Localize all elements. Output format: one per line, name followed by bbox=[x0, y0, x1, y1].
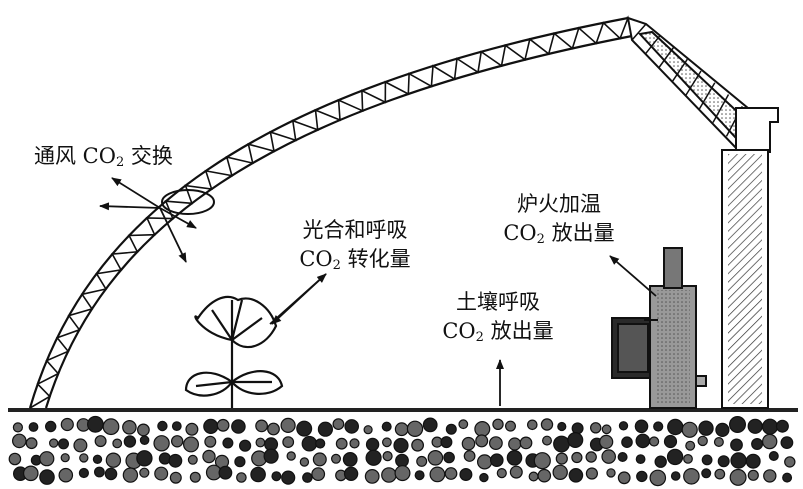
back-roof bbox=[626, 16, 779, 153]
label-stove-line2: CO2 放出量 bbox=[503, 221, 615, 247]
stove-arrow bbox=[609, 255, 657, 297]
stove-heater bbox=[611, 247, 707, 409]
plant bbox=[184, 295, 284, 408]
label-stove: 炉火加温 CO2 放出量 bbox=[484, 192, 634, 247]
label-ventilation: 通风 CO2 交换 bbox=[34, 144, 173, 170]
photosynthesis-arrow bbox=[269, 273, 327, 325]
label-photosynthesis: 光合和呼吸 CO2 转化量 bbox=[280, 218, 430, 273]
label-soil: 土壤呼吸 CO2 放出量 bbox=[418, 290, 578, 345]
label-stove-line1: 炉火加温 bbox=[517, 192, 601, 216]
back-wall bbox=[721, 149, 769, 409]
vent-opening bbox=[161, 189, 215, 215]
label-soil-line2: CO2 放出量 bbox=[442, 319, 554, 345]
label-photosynthesis-line2: CO2 转化量 bbox=[299, 247, 411, 273]
label-soil-line1: 土壤呼吸 bbox=[456, 290, 540, 314]
soil-layer bbox=[8, 415, 796, 487]
arched-truss-roof bbox=[28, 15, 633, 409]
ground-surface bbox=[8, 408, 798, 412]
vent-arrows bbox=[99, 177, 197, 263]
label-photosynthesis-line1: 光合和呼吸 bbox=[302, 218, 408, 242]
